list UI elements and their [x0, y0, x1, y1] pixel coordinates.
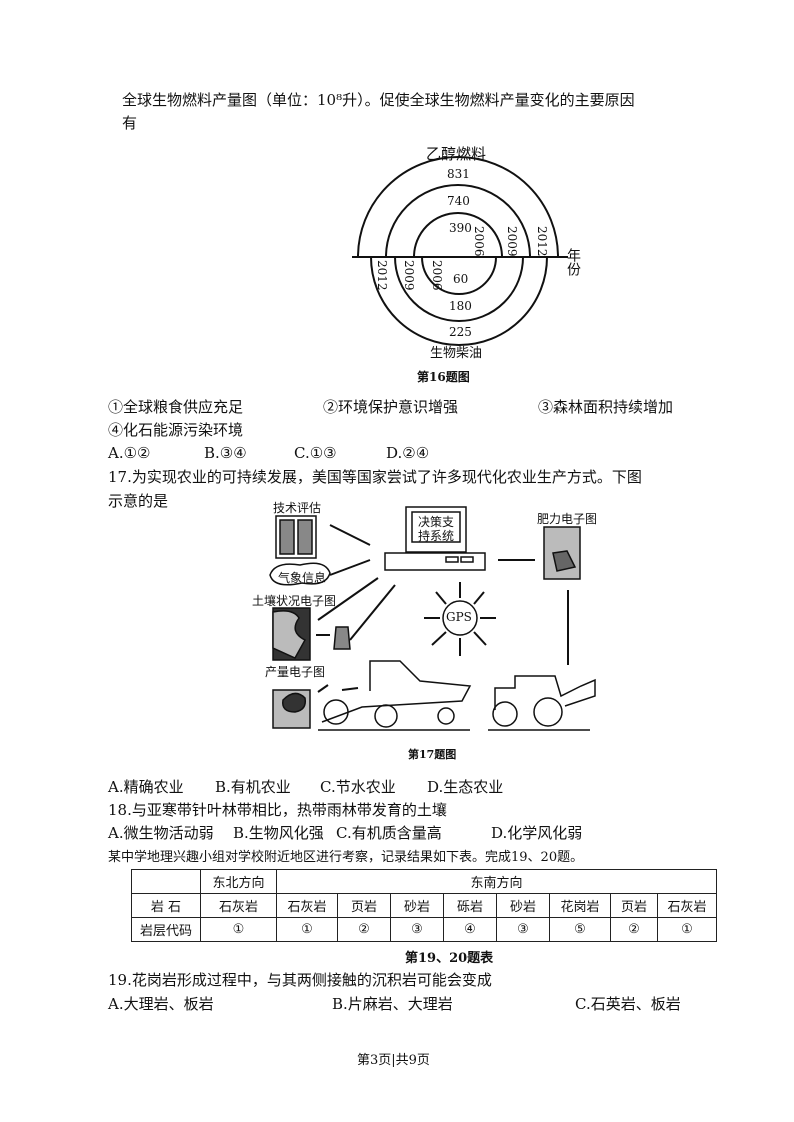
q16-choice-a: A.①②: [108, 444, 151, 462]
table-caption: 第19、20题表: [405, 951, 494, 966]
soil-map-label: 土壤状况电子图: [252, 594, 337, 608]
q17-choice-a: A.精确农业: [108, 778, 184, 796]
q18-stem: 18.与亚寒带针叶林带相比，热带雨林带发育的土壤: [108, 801, 447, 819]
ethanol-label: 乙醇燃料: [426, 145, 487, 163]
gps-circle: [442, 600, 478, 636]
biodiesel-2006-value: 60: [453, 272, 469, 286]
q18-choice-d: D.化学风化弱: [491, 824, 583, 842]
biodiesel-2006-year: 2006: [430, 260, 444, 291]
q19-20-intro: 某中学地理兴趣小组对学校附近地区进行考察，记录结果如下表。完成19、20题。: [108, 850, 584, 865]
header-northeast: 东北方向: [200, 869, 277, 894]
arrows: [316, 524, 569, 693]
biodiesel-2009-arc: [394, 256, 524, 322]
tractor-icon: [488, 675, 596, 731]
biodiesel-2012-year: 2012: [375, 260, 389, 291]
ethanol-2012-arc: [357, 156, 559, 258]
q16-item-1: ①全球粮食供应充足: [108, 398, 244, 416]
rock-cell: 石灰岩: [276, 893, 338, 918]
rock-cell: 页岩: [337, 893, 391, 918]
q17-stem: 17.为实现农业的可持续发展，美国等国家尝试了许多现代化农业生产方式。下图: [108, 468, 642, 486]
precision-agri-diagram: [269, 506, 596, 731]
table-row: 岩 石 石灰岩 石灰岩 页岩 砂岩 砾岩 砂岩 花岗岩 页岩 石灰岩: [131, 893, 717, 918]
q18-choice-b: B.生物风化强: [233, 824, 324, 842]
rock-cell: 砂岩: [390, 893, 444, 918]
biodiesel-2009-year: 2009: [402, 260, 416, 291]
q16-item-4: ④化石能源污染环境: [108, 421, 244, 439]
ethanol-2009-arc: [385, 184, 531, 258]
q17-stem-cont: 示意的是: [108, 492, 169, 510]
tech-book-icon: [275, 515, 317, 559]
dss-label-2: 持系统: [418, 529, 455, 543]
ethanol-2006-arc: [413, 212, 503, 258]
rock-cell: 石灰岩: [200, 893, 277, 918]
q16-item-2: ②环境保护意识增强: [323, 398, 459, 416]
row-label-rock: 岩 石: [131, 893, 201, 918]
q19-stem: 19.花岗岩形成过程中，与其两侧接触的沉积岩可能会变成: [108, 971, 492, 989]
table-row: 岩层代码 ① ① ② ③ ④ ③ ⑤ ② ①: [131, 917, 717, 942]
computer-monitor-icon: [405, 506, 467, 553]
code-cell: ③: [390, 917, 444, 942]
rock-table: 东北方向 东南方向 岩 石 石灰岩 石灰岩 页岩 砂岩 砾岩 砂岩 花岗岩 页岩…: [131, 869, 717, 942]
dss-label-1: 决策支: [418, 515, 455, 529]
tech-assessment-label: 技术评估: [273, 501, 322, 515]
code-cell: ②: [337, 917, 391, 942]
q19-choice-c: C.石英岩、板岩: [575, 995, 681, 1013]
q17-choice-b: B.有机农业: [215, 778, 291, 796]
q16-choice-d: D.②④: [386, 444, 430, 462]
figure-16-caption: 第16题图: [417, 370, 470, 384]
yield-map-label: 产量电子图: [265, 665, 326, 679]
code-cell: ①: [276, 917, 338, 942]
code-cell: ②: [610, 917, 658, 942]
rock-cell: 石灰岩: [657, 893, 717, 918]
q16-stem: 全球生物燃料产量图（单位：10⁸升）。促使全球生物燃料产量变化的主要原因: [122, 91, 635, 109]
q18-choice-c: C.有机质含量高: [336, 824, 442, 842]
biodiesel-label: 生物柴油: [430, 346, 483, 361]
table-header-row: 东北方向 东南方向: [131, 869, 717, 894]
ethanol-2006-value: 390: [449, 221, 472, 235]
computer-base-icon: [384, 552, 486, 571]
rock-cell: 花岗岩: [549, 893, 611, 918]
q16-item-3: ③森林面积持续增加: [538, 398, 674, 416]
ethanol-2006-year: 2006: [472, 226, 486, 257]
q16-choice-b: B.③④: [204, 444, 247, 462]
code-cell: ⑤: [549, 917, 611, 942]
gps-label: GPS: [446, 610, 472, 624]
q16-choice-c: C.①③: [294, 444, 337, 462]
rock-cell: 砂岩: [496, 893, 550, 918]
figure-17-caption: 第17题图: [408, 748, 457, 761]
biodiesel-2012-arc: [370, 256, 548, 346]
weather-cloud-icon: [269, 562, 331, 586]
code-cell: ①: [200, 917, 277, 942]
weather-info-label: 气象信息: [278, 571, 327, 585]
row-label-code: 岩层代码: [131, 917, 201, 942]
code-cell: ③: [496, 917, 550, 942]
ethanol-2012-value: 831: [447, 167, 470, 181]
sensor-icon: [333, 626, 351, 650]
rock-cell: 砾岩: [443, 893, 497, 918]
biodiesel-2009-value: 180: [449, 299, 472, 313]
ethanol-2009-year: 2009: [505, 226, 519, 257]
q18-choice-a: A.微生物活动弱: [108, 824, 214, 842]
axis-label: 年份: [565, 248, 581, 276]
biodiesel-2012-value: 225: [449, 325, 472, 339]
q16-stem-cont: 有: [122, 114, 138, 132]
code-cell: ④: [443, 917, 497, 942]
rock-cell: 页岩: [610, 893, 658, 918]
ethanol-2012-year: 2012: [535, 226, 549, 257]
code-cell: ①: [657, 917, 717, 942]
q19-choice-a: A.大理岩、板岩: [108, 995, 214, 1013]
q17-choice-c: C.节水农业: [320, 778, 396, 796]
ethanol-2009-value: 740: [447, 194, 470, 208]
biofuel-ring-chart: [352, 156, 568, 346]
page-footer: 第3页|共9页: [357, 1053, 430, 1068]
q17-choice-d: D.生态农业: [427, 778, 504, 796]
header-southeast: 东南方向: [276, 869, 717, 894]
biodiesel-2006-arc: [421, 256, 497, 295]
combine-harvester-icon: [318, 660, 472, 731]
q19-choice-b: B.片麻岩、大理岩: [332, 995, 453, 1013]
fertility-map-label: 肥力电子图: [537, 512, 598, 526]
